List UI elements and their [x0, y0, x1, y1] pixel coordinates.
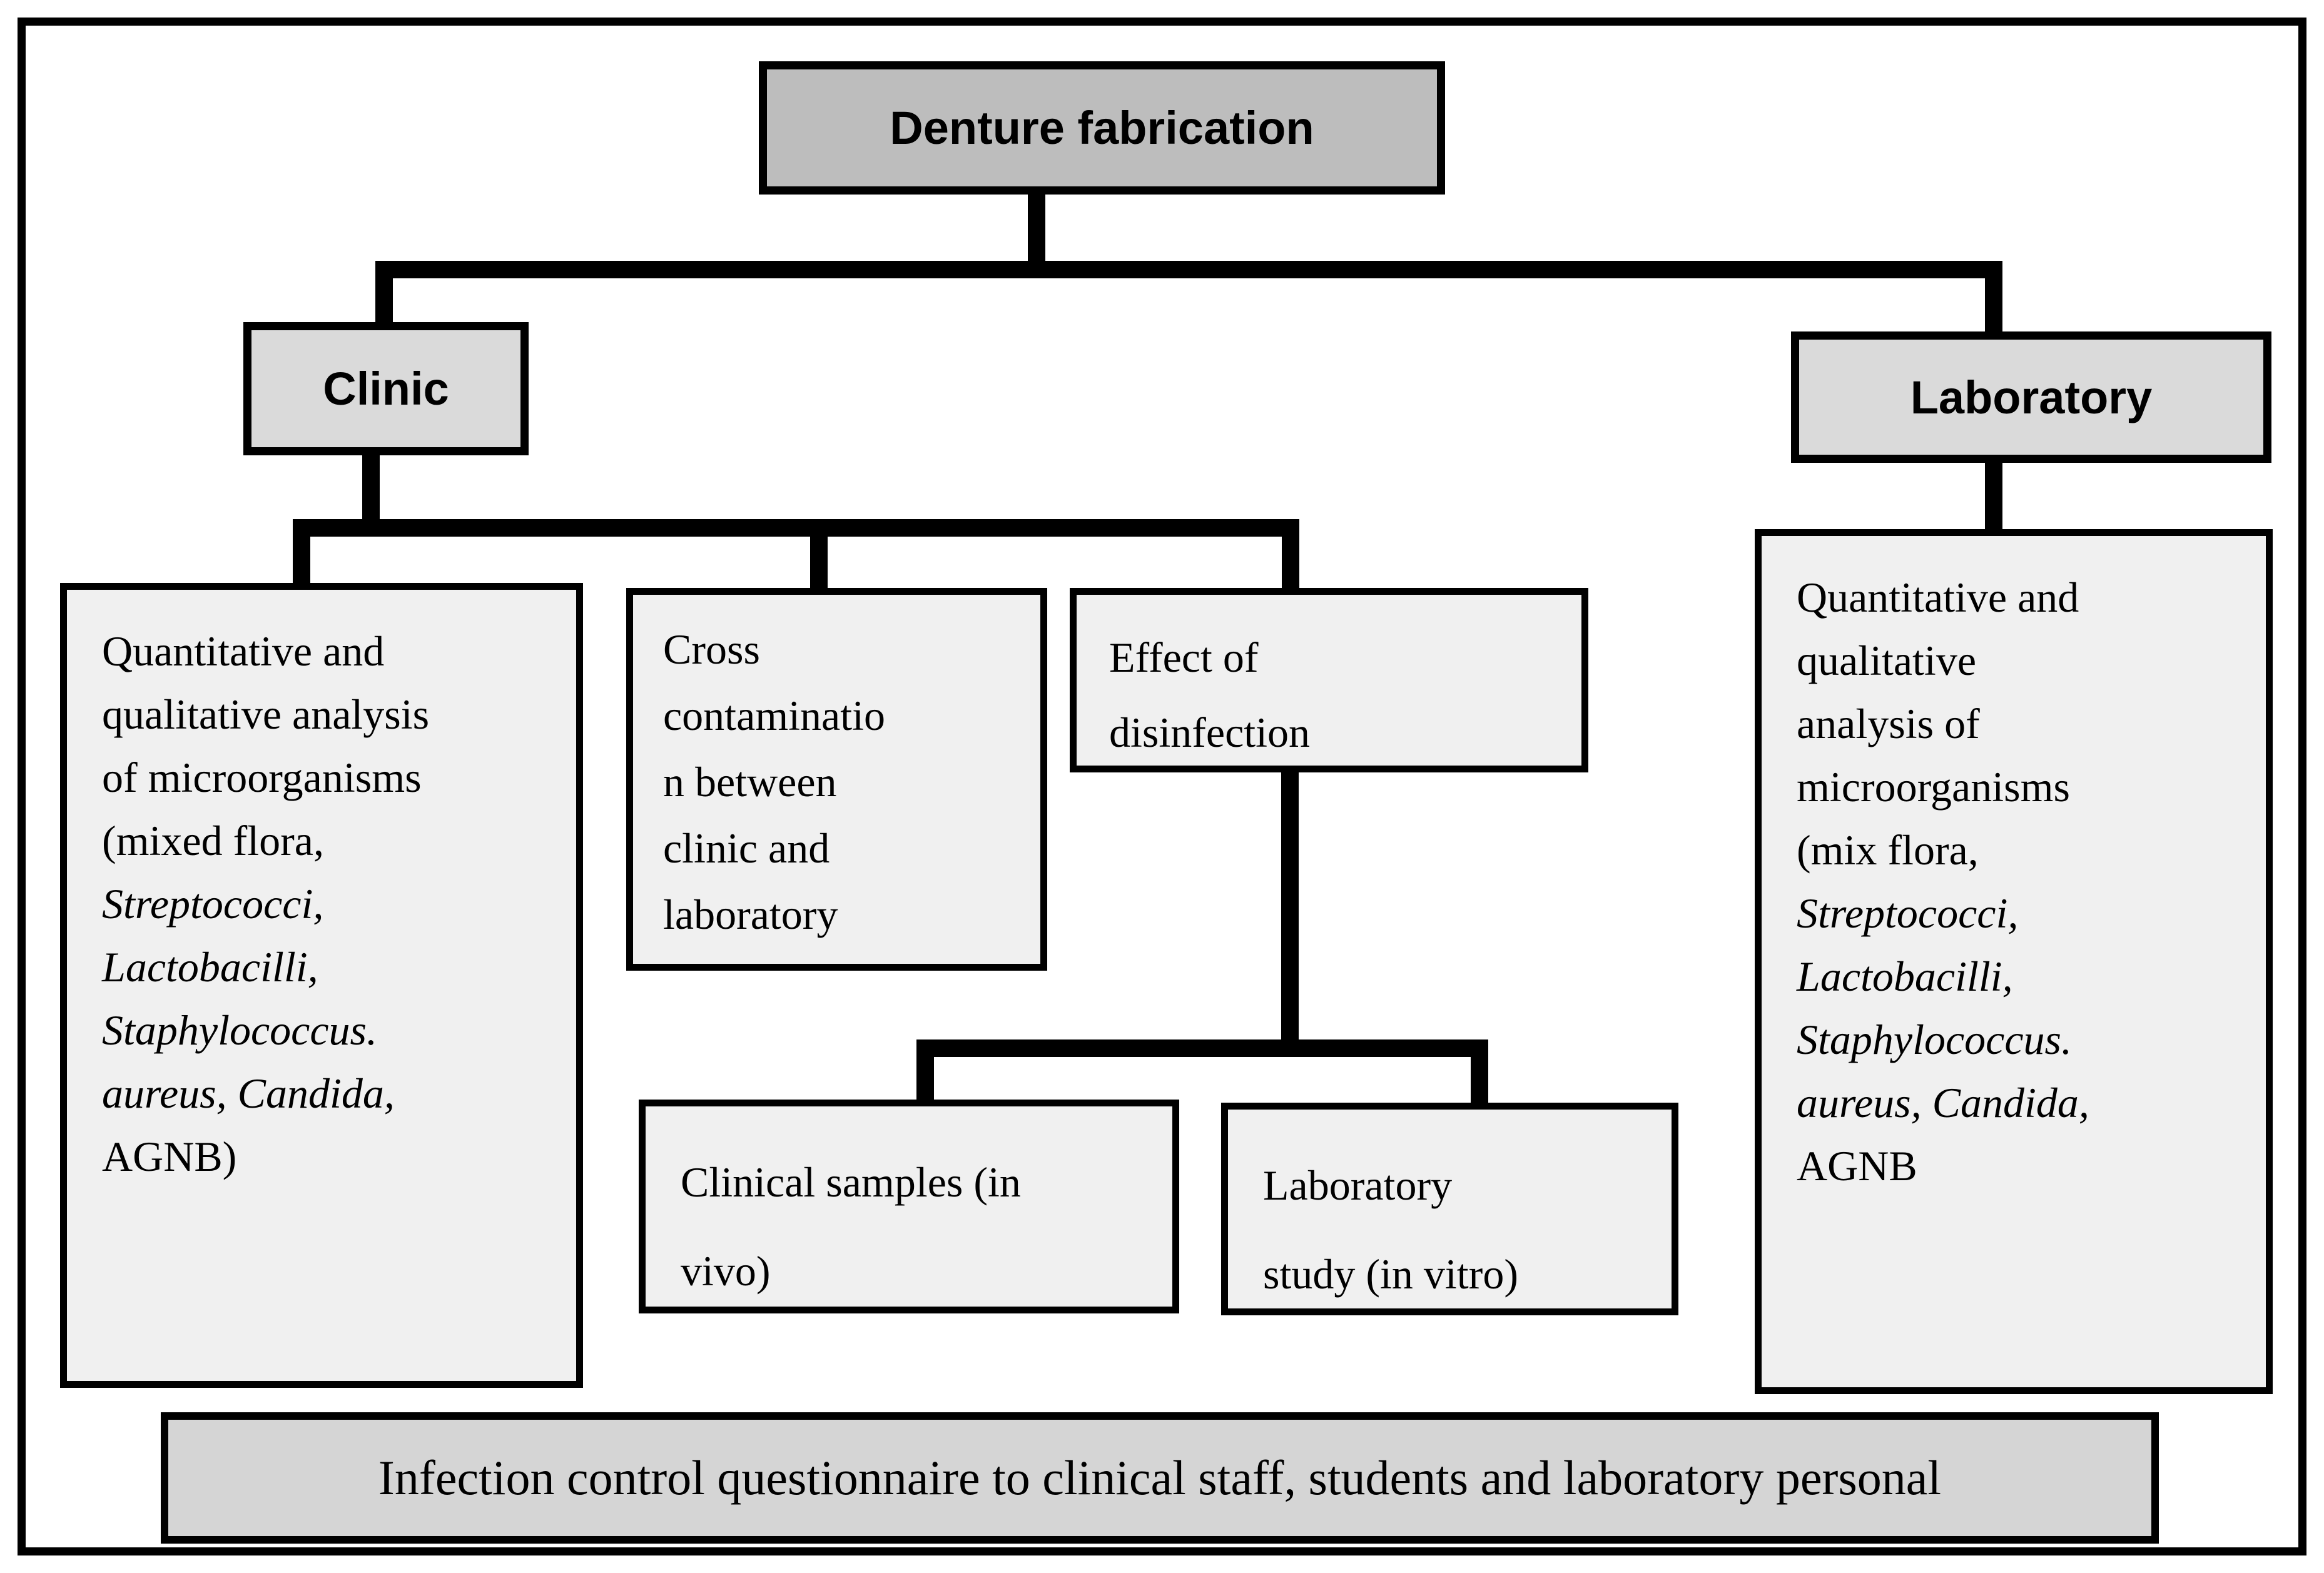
text-line: vivo) [681, 1247, 771, 1295]
node-clinic: Clinic [243, 322, 529, 455]
text-line: Cross [663, 625, 760, 673]
node-effect-of-disinfection: Effect of disinfection [1070, 588, 1588, 772]
connector-drop-clinic [375, 261, 393, 325]
connector-top-horizontal [375, 261, 2002, 278]
node-cross-contamination: Cross contaminatio n between clinic and … [626, 588, 1047, 971]
text-line: clinic and [663, 824, 830, 872]
node-laboratory-study: Laboratory study (in vitro) [1221, 1103, 1678, 1315]
node-denture-fabrication: Denture fabrication [759, 61, 1445, 195]
text-line: Laboratory [1263, 1161, 1453, 1209]
connector-drop-laboratory-analysis [1985, 461, 2002, 532]
text-line: study (in vitro) [1263, 1250, 1518, 1298]
text-line: disinfection [1109, 709, 1311, 756]
text-line: AGNB) [102, 1133, 237, 1180]
text-line: Effect of [1109, 634, 1259, 681]
text-line: qualitative [1797, 637, 1977, 684]
text-line-species: Streptococci, [102, 880, 324, 928]
connector-drop-laboratory [1985, 261, 2002, 334]
text-line: contaminatio [663, 692, 886, 739]
node-laboratory-analysis: Quantitative and qualitative analysis of… [1755, 529, 2273, 1394]
connector-root-vertical [1028, 191, 1045, 270]
node-laboratory: Laboratory [1791, 331, 2271, 463]
connector-drop-clinical-samples [916, 1039, 934, 1102]
connector-effect-horizontal [916, 1039, 1488, 1057]
node-clinical-samples: Clinical samples (in vivo) [639, 1100, 1179, 1313]
questionnaire-banner: Infection control questionnaire to clini… [161, 1412, 2159, 1544]
text-line: AGNB [1797, 1142, 1917, 1190]
text-line: microorganisms [1797, 763, 2070, 811]
text-line: (mix flora, [1797, 826, 1979, 874]
text-line-species: Staphylococcus. [102, 1006, 377, 1054]
connector-clinic-vertical [362, 454, 380, 522]
connector-clinic-horizontal [293, 519, 1299, 537]
connector-effect-vertical [1281, 770, 1299, 1048]
connector-drop-effect-disinfection [1282, 519, 1299, 590]
node-clinic-label: Clinic [323, 363, 449, 415]
connector-drop-clinic-analysis [293, 519, 310, 585]
text-line: Clinical samples (in [681, 1158, 1021, 1206]
text-line: of microorganisms [102, 754, 422, 801]
text-line: n between [663, 758, 837, 806]
node-laboratory-label: Laboratory [1910, 371, 2153, 423]
text-line-species: Streptococci, [1797, 889, 2019, 937]
node-denture-fabrication-label: Denture fabrication [890, 102, 1314, 154]
text-line-species: aureus, Candida, [102, 1070, 395, 1117]
text-line: laboratory [663, 891, 838, 938]
text-line: Quantitative and [1797, 574, 2079, 621]
connector-drop-laboratory-study [1471, 1039, 1488, 1105]
text-line: analysis of [1797, 700, 1980, 747]
text-line-species: Lactobacilli, [1797, 953, 2013, 1000]
text-line: Quantitative and [102, 627, 385, 675]
text-line-species: aureus, Candida, [1797, 1079, 2089, 1126]
text-line-species: Staphylococcus. [1797, 1016, 2072, 1063]
text-line: (mixed flora, [102, 817, 324, 864]
text-line-species: Lactobacilli, [102, 943, 318, 991]
connector-drop-cross-contamination [810, 519, 828, 590]
questionnaire-banner-label: Infection control questionnaire to clini… [378, 1450, 1942, 1505]
node-clinic-analysis: Quantitative and qualitative analysis of… [60, 583, 583, 1388]
text-line: qualitative analysis [102, 690, 430, 738]
